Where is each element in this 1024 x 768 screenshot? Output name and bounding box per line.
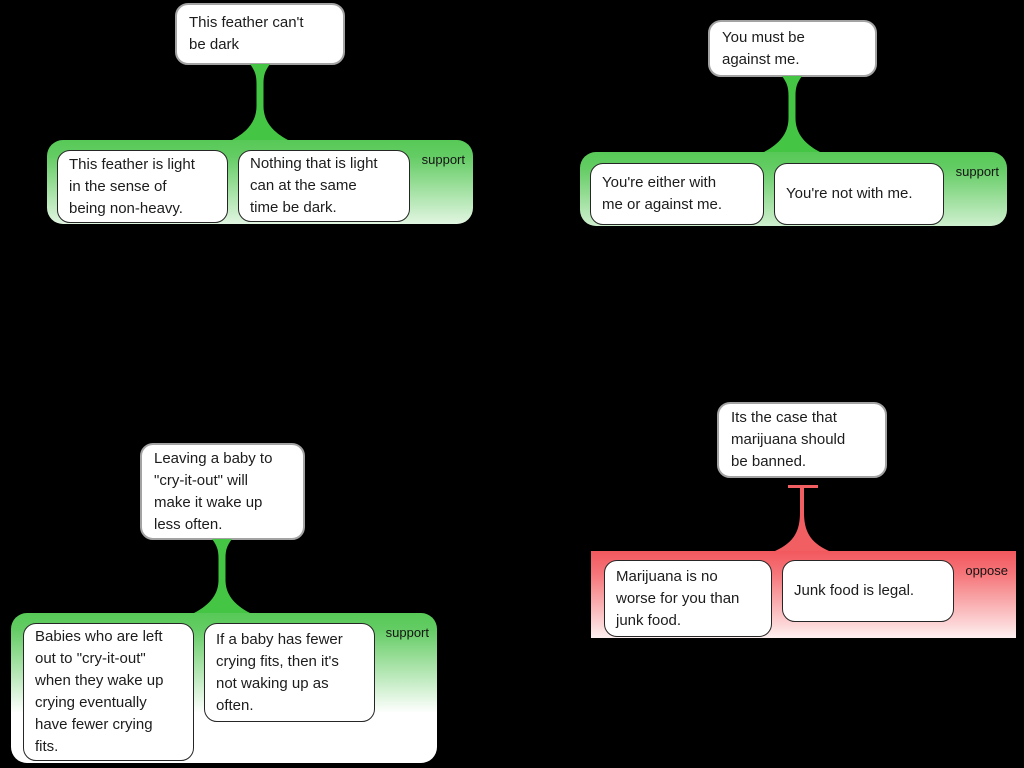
premise-box[interactable]: Babies who are left out to "cry-it-out" …: [23, 623, 194, 761]
premise-text: You're not with me.: [786, 185, 913, 202]
premise-box[interactable]: Marijuana is no worse for you than junk …: [604, 560, 772, 637]
claim-text: Its the case that marijuana should be ba…: [731, 409, 846, 470]
relation-label: support: [955, 164, 999, 179]
claim-text: You must be against me.: [722, 28, 805, 68]
oppose-group-box[interactable]: oppose Marijuana is no worse for you tha…: [591, 551, 1016, 638]
support-group-box[interactable]: support Babies who are left out to "cry-…: [11, 613, 437, 763]
support-group-box[interactable]: support This feather is light in the sen…: [47, 140, 473, 224]
premise-text: If a baby has fewer crying fits, then it…: [216, 630, 343, 714]
premise-box[interactable]: You're either with me or against me.: [590, 163, 764, 225]
support-edge[interactable]: [222, 64, 298, 141]
relation-label: oppose: [965, 563, 1008, 578]
claim-box[interactable]: This feather can't be dark: [175, 3, 345, 65]
premise-box[interactable]: Nothing that is light can at the same ti…: [238, 150, 410, 222]
oppose-edge[interactable]: [770, 488, 834, 552]
claim-box[interactable]: You must be against me.: [708, 20, 877, 77]
premise-text: Nothing that is light can at the same ti…: [250, 155, 378, 216]
premise-text: Babies who are left out to "cry-it-out" …: [35, 628, 164, 755]
premise-text: You're either with me or against me.: [602, 174, 723, 213]
support-edge[interactable]: [754, 76, 830, 153]
oppose-crossbar[interactable]: [788, 485, 818, 488]
premise-text: Marijuana is no worse for you than junk …: [616, 567, 740, 629]
relation-label: support: [385, 625, 429, 640]
premise-text: Junk food is legal.: [794, 582, 915, 599]
claim-text: This feather can't be dark: [189, 14, 304, 53]
claim-text: Leaving a baby to "cry-it-out" will make…: [154, 449, 273, 533]
support-group-box[interactable]: support You're either with me or against…: [580, 152, 1007, 226]
claim-box[interactable]: Its the case that marijuana should be ba…: [717, 402, 887, 478]
premise-box[interactable]: This feather is light in the sense of be…: [57, 150, 228, 223]
premise-box[interactable]: You're not with me.: [774, 163, 944, 225]
premise-box[interactable]: Junk food is legal.: [782, 560, 954, 622]
relation-label: support: [421, 152, 465, 167]
support-edge[interactable]: [184, 539, 260, 614]
claim-box[interactable]: Leaving a baby to "cry-it-out" will make…: [140, 443, 305, 540]
premise-text: This feather is light in the sense of be…: [69, 155, 195, 217]
premise-box[interactable]: If a baby has fewer crying fits, then it…: [204, 623, 375, 722]
